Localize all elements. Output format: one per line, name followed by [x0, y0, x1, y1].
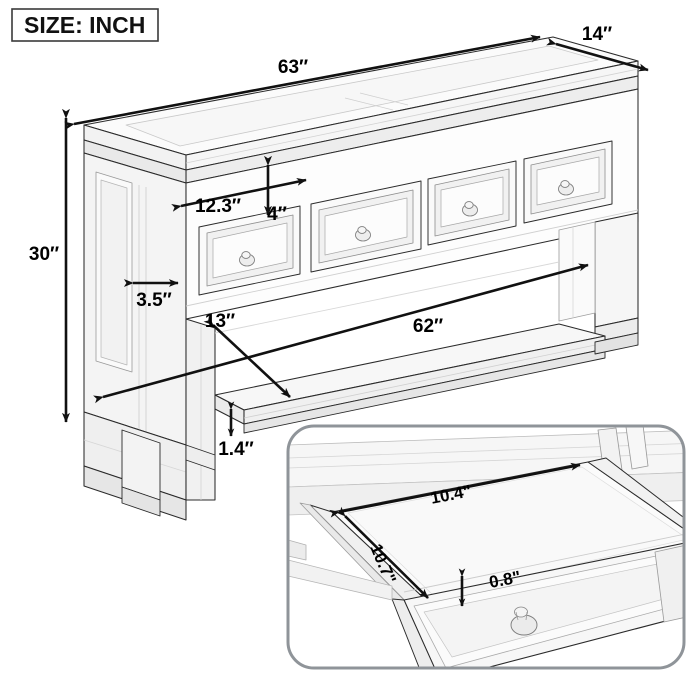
dimline-10-7	[335, 506, 429, 599]
inset-detail-panel	[286, 424, 686, 670]
label-3-5: 3.5″	[136, 290, 172, 311]
inset-drawer-knob	[510, 606, 538, 636]
dimension-annotations	[62, 34, 649, 437]
inset-dimension-annotations	[329, 462, 581, 607]
size-units-badge: SIZE: INCH	[11, 8, 159, 42]
dimline-12-3	[171, 177, 307, 212]
size-units-label: SIZE: INCH	[24, 12, 145, 38]
label-4: 4″	[267, 204, 287, 225]
dimline-10-4	[329, 462, 581, 518]
inset-panel-border	[286, 424, 686, 670]
dimline-63	[64, 34, 541, 130]
label-1-4: 1.4″	[218, 439, 254, 460]
label-62: 62″	[413, 316, 443, 337]
label-63: 63″	[278, 57, 308, 78]
label-14: 14″	[582, 24, 612, 45]
dimension-labels: 63″ 14″ 30″ 12.3″ 4″ 3.5″ 13″ 62″ 1.4″	[29, 24, 612, 460]
drawer-knob	[239, 180, 574, 267]
label-30: 30″	[29, 244, 59, 265]
label-13: 13″	[205, 311, 235, 332]
dimline-62	[93, 263, 589, 404]
label-12-3: 12.3″	[195, 196, 241, 217]
dimline-14	[546, 37, 649, 72]
